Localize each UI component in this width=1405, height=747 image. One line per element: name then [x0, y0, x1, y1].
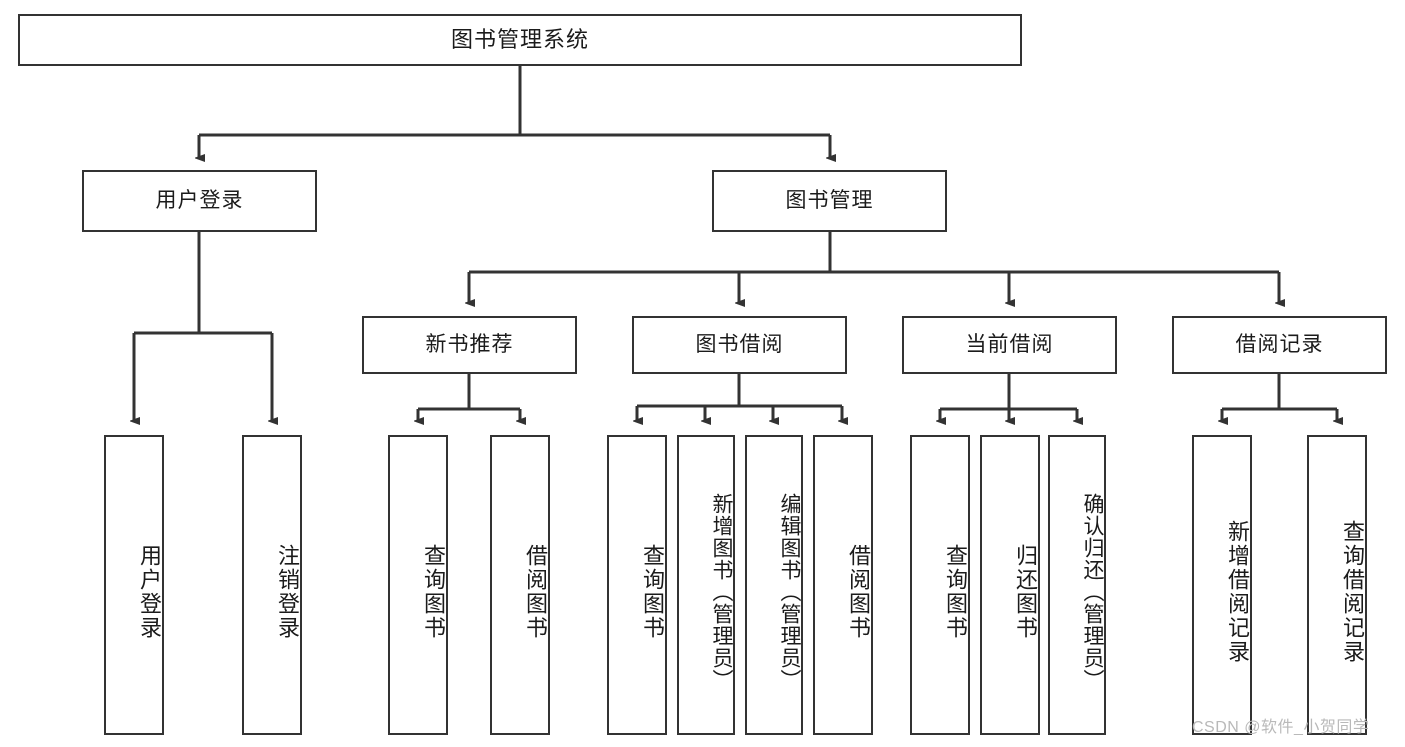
leaf-query-books-current[interactable]: 查询图书: [910, 435, 970, 735]
leaf-query-borrow-record[interactable]: 查询借阅记录: [1307, 435, 1367, 735]
leaf-user-login[interactable]: 用户登录: [104, 435, 164, 735]
node-book-borrowing[interactable]: 图书借阅: [632, 316, 847, 374]
leaf-logout-login[interactable]: 注销登录: [242, 435, 302, 735]
leaf-add-borrow-record[interactable]: 新增借阅记录: [1192, 435, 1252, 735]
watermark-text: CSDN @软件_小贺同学: [1192, 719, 1370, 736]
leaf-query-books-borrowing[interactable]: 查询图书: [607, 435, 667, 735]
leaf-borrow-books-borrowing[interactable]: 借阅图书: [813, 435, 873, 735]
leaf-borrow-books-new-book[interactable]: 借阅图书: [490, 435, 550, 735]
node-current-borrowing[interactable]: 当前借阅: [902, 316, 1117, 374]
leaf-return-books[interactable]: 归还图书: [980, 435, 1040, 735]
leaf-add-book-admin[interactable]: 新增图书（管理员）: [677, 435, 735, 735]
node-borrowing-records[interactable]: 借阅记录: [1172, 316, 1387, 374]
node-book-management[interactable]: 图书管理: [712, 170, 947, 232]
node-user-login[interactable]: 用户登录: [82, 170, 317, 232]
node-root-book-management-system[interactable]: 图书管理系统: [18, 14, 1022, 66]
leaf-confirm-return-admin[interactable]: 确认归还（管理员）: [1048, 435, 1106, 735]
node-new-book-recommendation[interactable]: 新书推荐: [362, 316, 577, 374]
leaf-edit-book-admin[interactable]: 编辑图书（管理员）: [745, 435, 803, 735]
leaf-query-books-new-book[interactable]: 查询图书: [388, 435, 448, 735]
